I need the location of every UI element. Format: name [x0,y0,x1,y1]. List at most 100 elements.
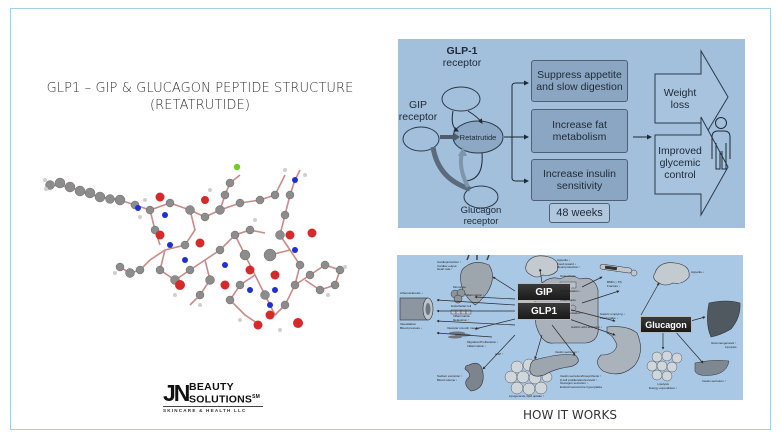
pancreas-effects-label: Insulin secretion/biosynthesis ↑ β-cell … [560,374,602,389]
glucagon-receptor-word: receptor [463,216,499,227]
logo-line1: BEAUTY [189,381,234,393]
stomach-effects-label: Gastric emptying ↓ Food intake ↓ [600,312,625,320]
effect-insulin-line2: sensitivity [556,180,603,192]
smooth-muscle-effect-2: Inflammation ↓ [467,343,487,348]
liver-effects-label: Gluconeogenesis ↑ Lipolysis [711,341,737,349]
outcome-glycemic: Improved glycemic control [656,145,704,181]
smooth-muscle-label: Vascular smooth muscle [447,326,480,330]
effect-appetite-line2: and slow digestion [536,81,623,93]
glucagon-receptor-name: Glucagon [460,205,502,216]
glp1-receptor-word: receptor [442,57,482,69]
smooth-muscle-effects-label: Migration/Proliferation ↓ Inflammation ↓ [467,340,499,348]
organ-effects-diagram: GIP GLP1 Glucagon Cardioprotection ↑ Car… [397,255,743,400]
liver-effect-1: Gluconeogenesis ↑ [711,341,737,345]
logo-line2: SOLUTIONSSM [189,392,260,406]
glucagon-pancreas-label: Insulin secretion ↑ [702,379,727,383]
pancreas-effect-3: Glucagon secretion ↓ [560,381,589,386]
endothelium-effect-2: Relaxation ↑ [453,317,470,322]
anp-label: ANP ↑ [495,352,504,356]
gip-receptor-ellipse [402,126,440,152]
effect-fat-line1: Increase fat [552,119,607,131]
bone-effect-1: BMD (↓ PI) [607,280,622,284]
glp1-hormone-label: GLP1 [517,302,571,320]
glucagon-receptor-ellipse [463,185,499,209]
glucagon-brain-label: Appetite ↓ [691,270,705,274]
structure-title-line2: (RETATRUTIDE) [150,98,250,113]
mechanism-diagram: GLP-1 receptor GIP receptor Glucagon rec… [398,39,745,228]
glucagon-brain-icon [653,262,690,286]
vessel-effects-label: Vasodilation Blood pressure ↓ [400,322,423,330]
gastric-acid-label: Gastric acid secretion ↓ [571,325,603,329]
molecule-atoms [43,163,347,332]
adipose-effect-label: Lipogenesis, lipid uptake ↑ [509,394,545,398]
pancreas-icon [529,354,579,377]
structure-title-line1: GLP1 – GIP & GLUCAGON PEPTIDE STRUCTURE [46,81,354,96]
glucagon-adipose-label: Lipolysis Energy expenditure ↑ [649,382,678,390]
endothelium-label: Endothelial cell [451,304,472,308]
outcome-weight-line1: Weight [663,87,697,99]
heart-icon [460,255,493,306]
liver-effect-2: Lipolysis [725,344,737,349]
osteoblasts-effect-label: Differentiation ↑ [562,311,583,315]
stomach-effect-2: Food intake ↓ [600,315,619,320]
how-it-works-caption: HOW IT WORKS [523,408,617,422]
smooth-muscle-effect-1: Migration/Proliferation ↓ [467,340,499,344]
heart-effect-3: Heart rate ↑ [437,267,453,272]
gip-receptor-word: receptor [398,111,438,123]
bone-effect-2: Fracture ↓ [607,283,621,288]
heart-effects-label: Cardioprotection ↑ Cardiac output Heart … [437,260,462,272]
brain-effect-1: Appetite ↓ [557,258,571,262]
monocyte-label: Monocyte [453,285,467,289]
glycemic-arrow [654,116,729,217]
kidney-effect-2: Blood volume ↓ [437,377,458,382]
blood-vessel-icon [399,297,434,321]
monocyte-effect-label: Inflammation ↓ [465,293,485,297]
effect-insulin-line1: Increase insulin [543,168,616,180]
logo-tagline: SKINCARE & HEALTH LLC [163,408,247,413]
atherosclerosis-label: Atherosclerosis ↓ [400,291,423,295]
structure-title: GLP1 – GIP & GLUCAGON PEPTIDE STRUCTURE … [40,80,360,114]
insulin-secretion-label: Insulin secretion ↑ [555,350,580,354]
outcome-glycemic-line3: control [664,169,696,181]
heart-effect-1: Cardioprotection ↑ [437,260,462,264]
heart-effect-2: Cardiac output [437,263,457,268]
person-icon [711,117,731,170]
stomach-icon [597,326,641,375]
glucagon-pancreas-icon [694,360,730,376]
osteoclasts-effect-label: Differentiation ↓ [560,289,581,293]
gip-receptor-name: GIP [408,99,428,111]
weight-loss-arrow [654,49,729,144]
logo-line2-text: SOLUTIONS [189,393,253,406]
outcome-weight-line2: loss [670,99,690,111]
osteoclasts-label: Osteoclasts [560,274,576,279]
brain-effects-label: Appetite ↓ Food reward ↓ Neuroprotection… [557,258,581,270]
gip-receptor-label: GIP receptor [398,99,438,123]
adipose-tissue-icon [504,358,553,396]
mechanism-graphics [402,49,731,217]
brain-effect-3: Neuroprotection ↑ [557,265,581,270]
liver-icon [707,300,741,338]
logo-service-mark: SM [252,394,260,400]
molecule-image [43,163,347,332]
pancreas-effect-2: β-cell proliferation/survival ↑ [560,377,598,382]
effect-appetite-line1: Suppress appetite [537,69,622,81]
duration-badge: 48 weeks [549,203,610,223]
glucagon-adipose-effect-2: Energy expenditure ↑ [649,385,678,390]
stomach-effect-1: Gastric emptying ↓ [600,312,625,316]
glucagon-receptor-label: Glucagon receptor [456,205,506,227]
endothelial-cells-icon [450,309,472,315]
vessel-effect-1: Vasodilation [400,322,417,326]
glucagon-adipose-effect-1: Lipolysis [657,382,669,386]
retatrutide-label: Retatrutide [459,133,497,142]
brain-icon [525,255,559,278]
bone-icon [599,264,638,277]
effect-box-insulin: Increase insulin sensitivity [531,159,628,201]
effect-box-fat: Increase fat metabolism [531,109,628,153]
effect-box-appetite: Suppress appetite and slow digestion [531,60,628,102]
glucagon-hormone-label: Glucagon [640,316,692,333]
glp1-receptor-label: GLP-1 receptor [442,45,482,69]
pancreas-effect-4: Endocrine/exocrine hyperplasia [560,384,602,389]
osteoclasts-title: Osteoclasts [560,274,576,278]
osteoblasts-label: Osteoblasts [560,298,576,302]
endothelium-effects-label: Inflammation Relaxation ↑ [453,314,470,322]
